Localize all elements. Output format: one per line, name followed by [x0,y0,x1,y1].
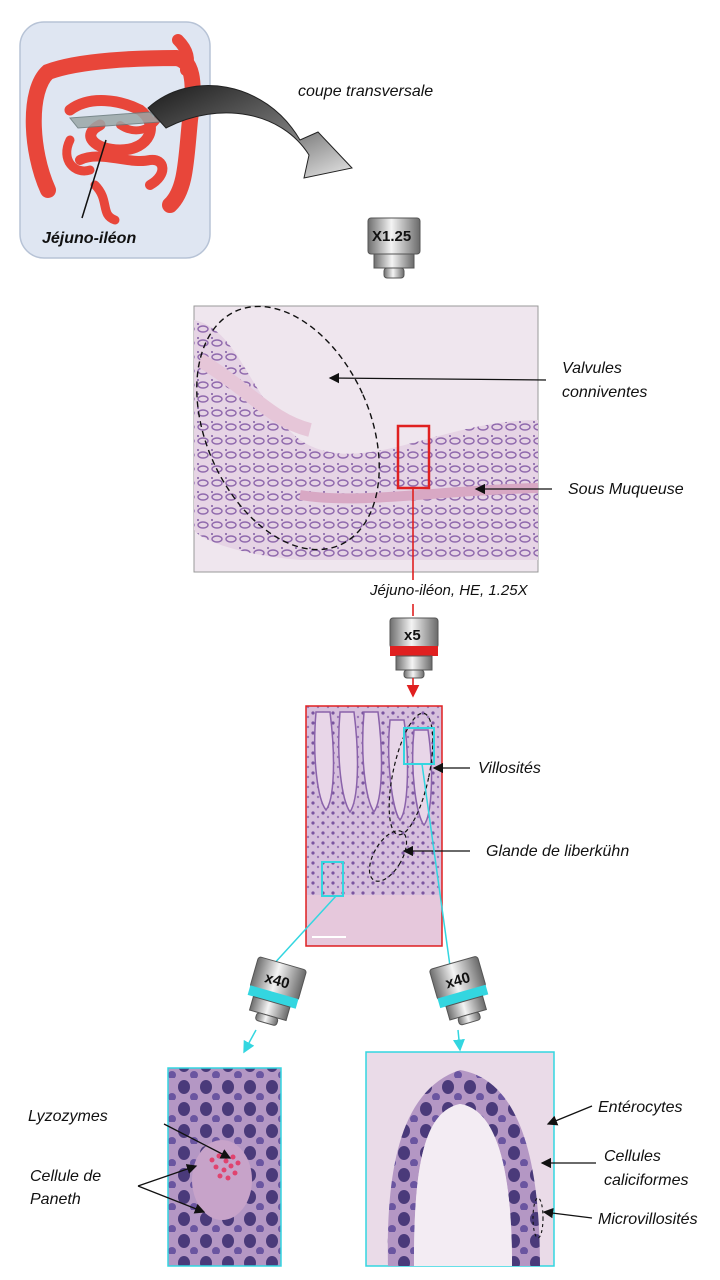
arrow-lyzozymes [163,1123,232,1159]
villus-epithelium [387,1070,540,1266]
intestine-illustration [25,34,201,225]
crypt-lumen [192,1140,252,1220]
objective-x5: x5 [389,617,439,679]
objective-x40-right: x40 [429,956,489,1026]
arrow-valvules [328,372,547,384]
label-sous-muqueuse: Sous Muqueuse [568,481,684,498]
section-label: coupe transversale [298,83,433,100]
cyan-connector-left [271,895,337,967]
villus-core [414,1104,512,1266]
tissue-band [194,320,538,560]
villi-shapes [314,711,433,827]
panel-mid-magnification [305,705,443,947]
cyan-frame-crypt [321,861,344,897]
caption-low: Jéjuno-iléon, HE, 1.25X [369,582,529,599]
section-arrow [147,85,353,179]
label-paneth-1: Cellule de [30,1168,101,1185]
cyan-arrow-right [452,1029,465,1052]
objective-x40-right-label: x40 [444,969,473,992]
objective-x40-left-label: x40 [263,969,292,992]
objective-x5-label: x5 [404,627,421,644]
label-paneth-2: Paneth [30,1191,81,1208]
label-valvules-2: conniventes [562,384,647,401]
panel-low-magnification [193,305,539,573]
organ-box: Jéjuno-iléon [19,21,211,259]
organ-label: Jéjuno-iléon [42,230,136,247]
label-glande: Glande de liberkühn [486,843,629,860]
lysozyme-granules [209,1153,241,1181]
glande-outline [368,830,408,882]
arrow-microvillosites [542,1207,593,1219]
panel-villus [365,1051,555,1267]
villosites-outline [388,712,434,836]
cyan-frame-villus [403,727,435,765]
label-valvules-1: Valvules [562,360,622,377]
panel-paneth [167,1067,282,1267]
label-caliciformes-2: caliciformes [604,1172,688,1189]
valvules-outline [196,305,380,551]
label-lyzozymes: Lyzozymes [28,1108,108,1125]
objective-x1-25-label: X1.25 [372,228,411,245]
label-microvillosites: Microvillosités [598,1211,698,1228]
label-caliciformes-1: Cellules [604,1148,661,1165]
label-enterocytes: Entérocytes [598,1099,682,1116]
objective-x1-25: X1.25 [367,217,421,279]
arrow-paneth-1 [137,1164,198,1187]
cyan-arrow-left [243,1029,257,1054]
organ-pointer-line [81,139,107,219]
arrow-paneth-2 [137,1185,206,1214]
objective-x40-left: x40 [247,956,307,1026]
arrow-enterocytes [546,1105,593,1126]
cyan-connector-right [421,763,451,967]
label-villosites: Villosités [478,760,541,777]
